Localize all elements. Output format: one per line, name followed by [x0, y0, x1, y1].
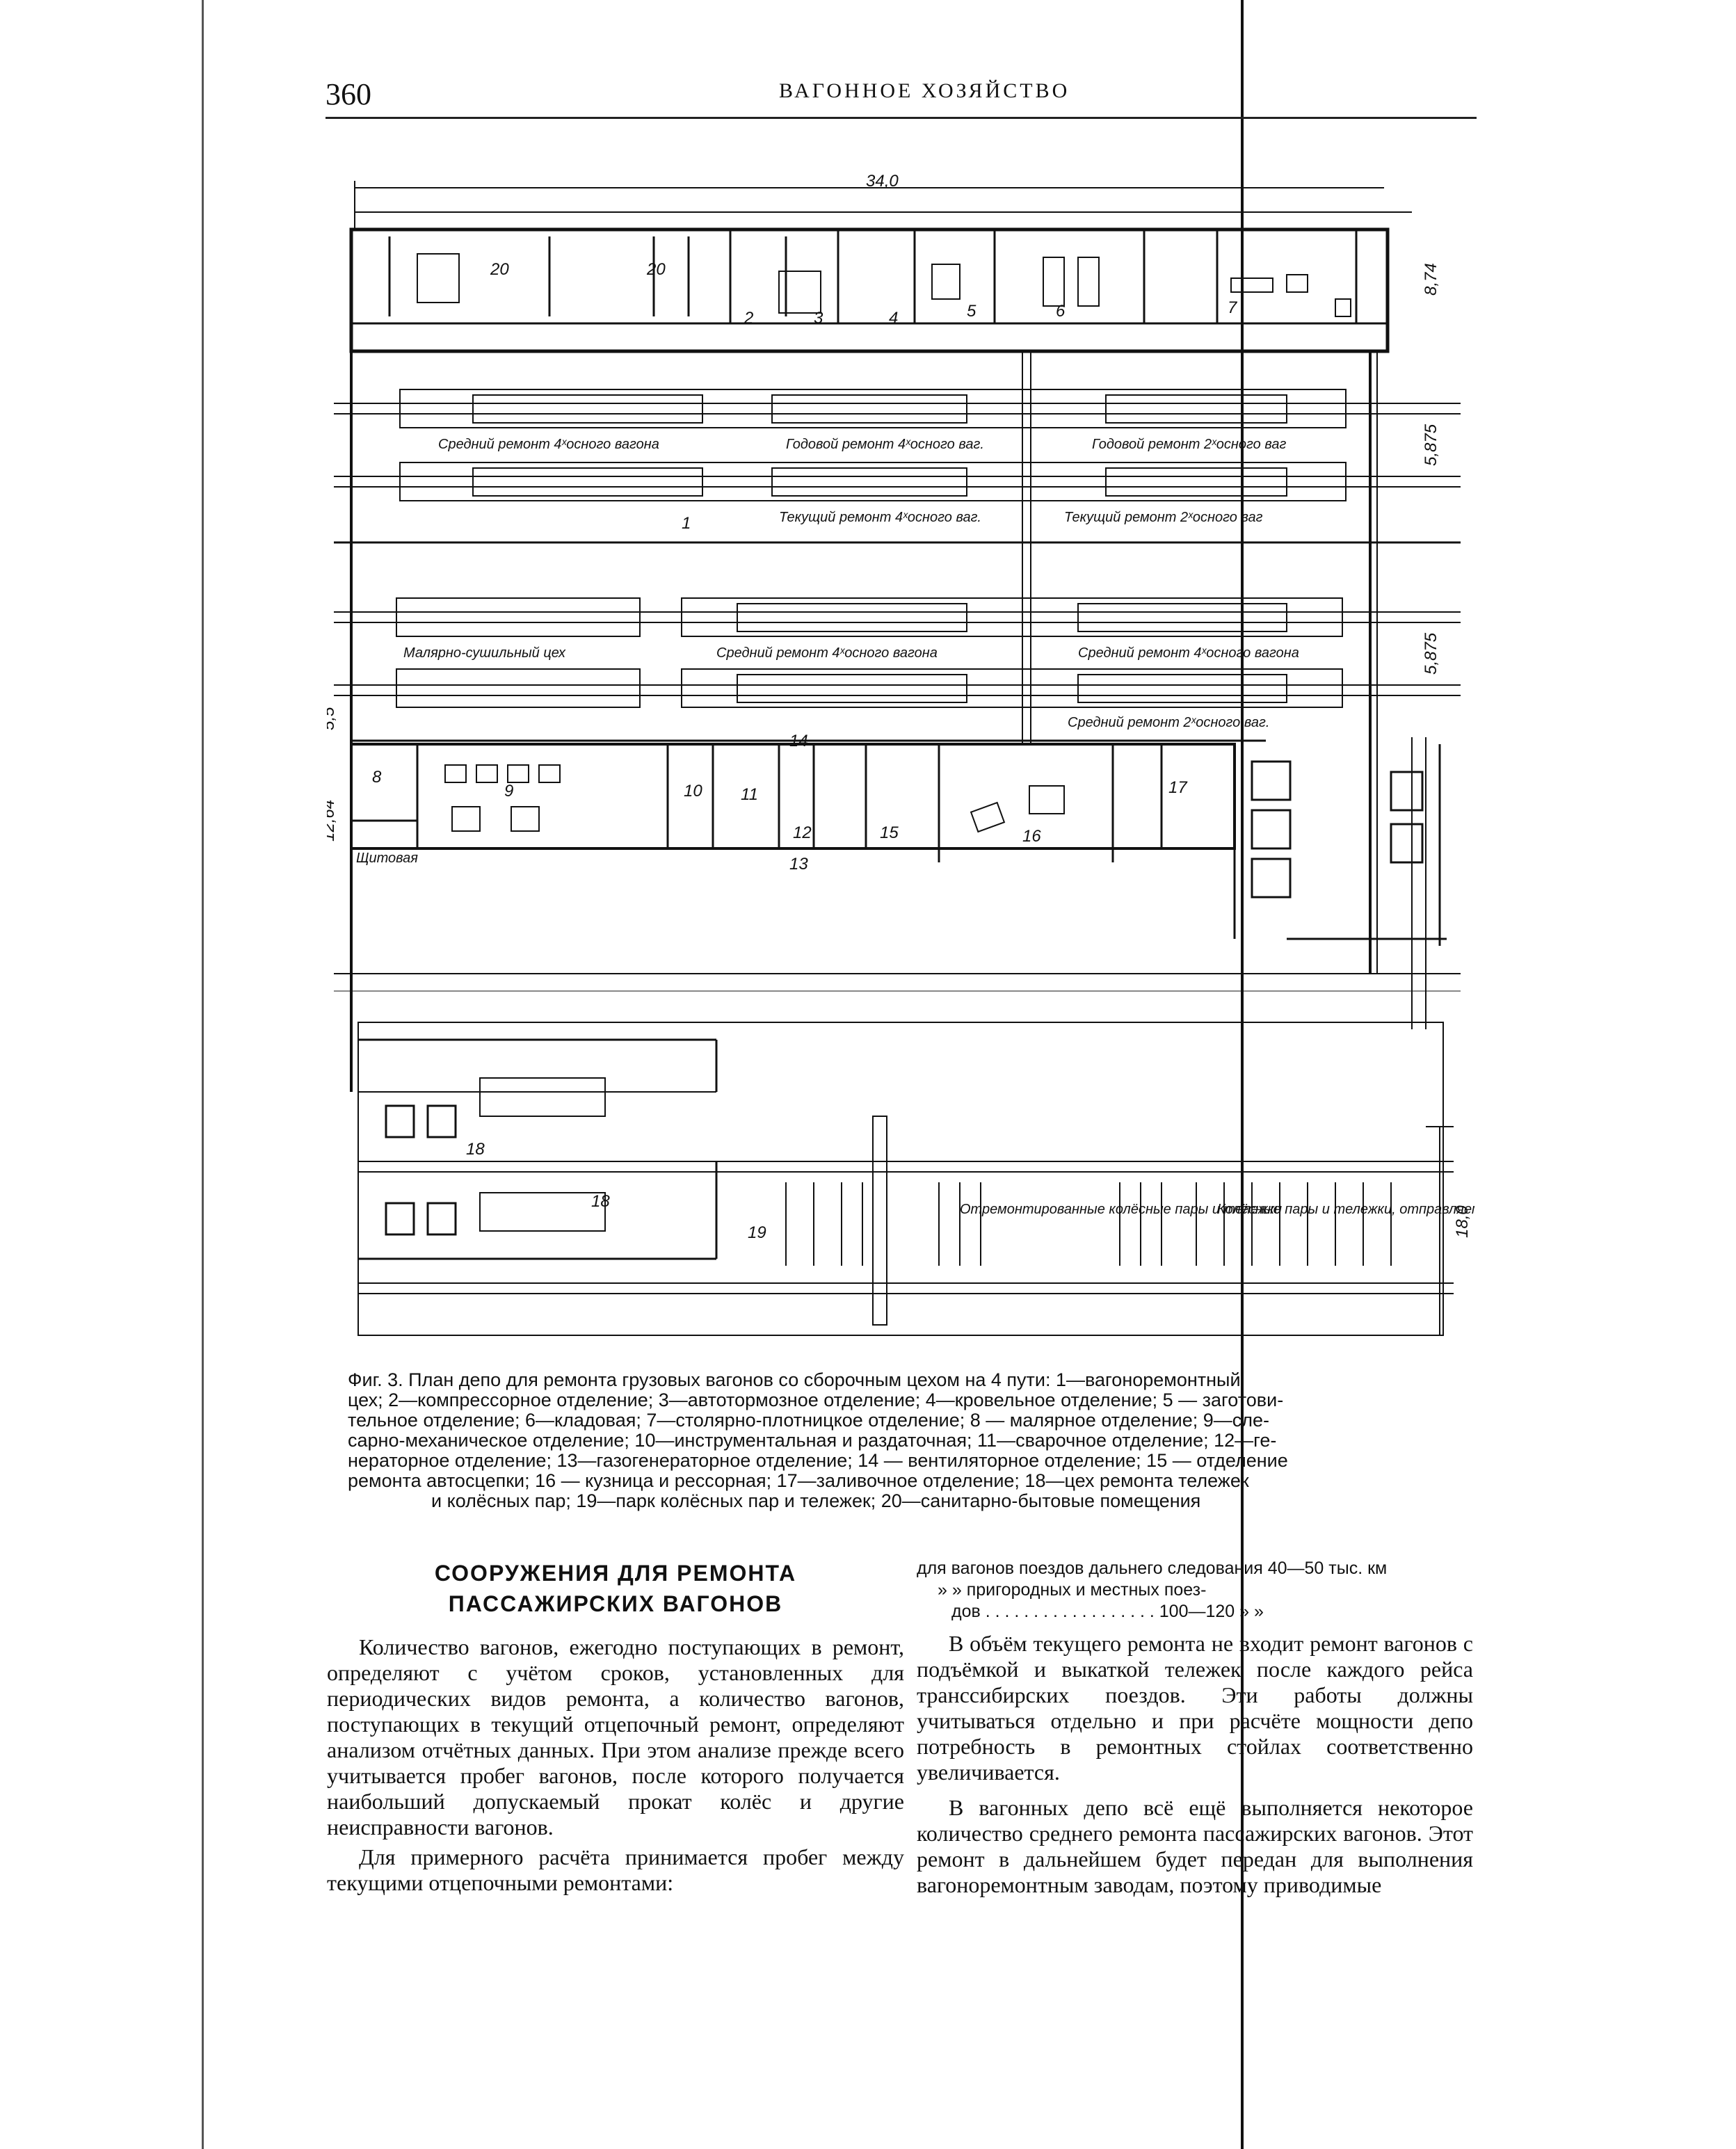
track2-label-b: Текущий ремонт 2ˣосного ваг — [1064, 510, 1263, 525]
room-20a: 20 — [490, 260, 509, 279]
dim-5875-a: 5,875 — [1422, 424, 1440, 466]
track2-label-a: Текущий ремонт 4ˣосного ваг. — [779, 510, 981, 525]
room-8: 8 — [372, 768, 382, 787]
dim-180: 18,0 — [1453, 1205, 1472, 1238]
room-16: 16 — [1022, 827, 1041, 846]
caption-line: Фиг. 3. План депо для ремонта грузовых в… — [348, 1369, 1241, 1390]
dim-top-length: 34,0 — [866, 174, 899, 191]
mileage-row: » » пригородных и местных поез- — [938, 1580, 1207, 1600]
track3-label-c: Средний ремонт 4ˣосного вагона — [1078, 645, 1299, 661]
room-11: 11 — [741, 785, 758, 804]
room-2: 2 — [744, 309, 753, 328]
right-column: В объём текущего ремонта не входит ремон… — [917, 1631, 1473, 1908]
bogie-label-b: Колёсные пары и тележки, отправляемые в … — [1217, 1202, 1474, 1217]
room-14: 14 — [789, 732, 808, 750]
track1-label-b: Годовой ремонт 4ˣосного ваг. — [786, 437, 984, 452]
mileage-row: дов . . . . . . . . . . . . . . . . . . … — [951, 1602, 1264, 1621]
section-title: СООРУЖЕНИЯ ДЛЯ РЕМОНТА ПАССАЖИРСКИХ ВАГО… — [327, 1558, 904, 1619]
caption-line: тельное отделение; 6—кладовая; 7—столярн… — [348, 1410, 1270, 1431]
room-6: 6 — [1056, 302, 1066, 321]
page-number: 360 — [326, 77, 371, 111]
room-1: 1 — [682, 514, 691, 533]
room-18a: 18 — [466, 1140, 485, 1159]
track1-label-c: Годовой ремонт 2ˣосного ваг — [1092, 437, 1286, 452]
caption-line: цех; 2—компрессорное отделение; 3—автото… — [348, 1390, 1284, 1410]
section-title-line2: ПАССАЖИРСКИХ ВАГОНОВ — [448, 1591, 783, 1616]
bogie-label-a: Отремонтированные колёсные пары и тележк… — [960, 1202, 1282, 1217]
left-column: Количество вагонов, ежегодно поступающих… — [327, 1634, 904, 1900]
caption-line: нераторное отделение; 13—газогенераторно… — [348, 1450, 1288, 1471]
mileage-row: для вагонов поездов дальнего следования … — [917, 1559, 1388, 1578]
left-paragraph-2: Для примерного расчёта принимается пробе… — [327, 1844, 904, 1895]
figure-caption: Фиг. 3. План депо для ремонта грузовых в… — [348, 1370, 1488, 1511]
room-7: 7 — [1228, 298, 1238, 317]
track3-label-a: Малярно-сушильный цех — [403, 645, 566, 661]
room-18b: 18 — [591, 1192, 610, 1211]
track4-label-a: Средний ремонт 2ˣосного ваг. — [1068, 715, 1269, 730]
track1-label-a: Средний ремонт 4ˣосного вагона — [438, 437, 659, 452]
dim-5875-b: 5,875 — [1422, 632, 1440, 675]
room-5: 5 — [967, 302, 976, 321]
right-paragraph-1: В объём текущего ремонта не входит ремон… — [917, 1631, 1473, 1785]
caption-line: ремонта автосцепки; 16 — кузница и рессо… — [348, 1470, 1249, 1491]
dim-1264: 12,64 — [327, 800, 338, 842]
scan-fold-line — [1241, 0, 1244, 2149]
running-title: ВАГОННОЕ ХОЗЯЙСТВО — [779, 79, 1070, 102]
caption-line: сарно-механическое отделение; 10—инструм… — [348, 1430, 1277, 1451]
room-9: 9 — [504, 782, 513, 800]
room-15: 15 — [880, 823, 899, 842]
room-19: 19 — [748, 1223, 766, 1242]
room-12: 12 — [793, 823, 812, 842]
room-10: 10 — [684, 782, 702, 800]
room-3: 3 — [814, 309, 823, 328]
room-4: 4 — [889, 309, 898, 328]
depot-floor-plan: 34,0 8,74 5,875 5,875 5,5 12,64 18,0 20 … — [327, 174, 1474, 1336]
track3-label-b: Средний ремонт 4ˣосного вагона — [716, 645, 938, 661]
dim-55: 5,5 — [327, 707, 338, 730]
header-rule — [326, 117, 1477, 119]
mileage-table: для вагонов поездов дальнего следования … — [917, 1558, 1473, 1623]
section-title-line1: СООРУЖЕНИЯ ДЛЯ РЕМОНТА — [434, 1561, 797, 1586]
room-20b: 20 — [646, 260, 666, 279]
scan-edge-line — [202, 0, 204, 2149]
caption-line: и колёсных пар; 19—парк колёсных пар и т… — [431, 1490, 1201, 1511]
right-paragraph-2: В вагонных депо всё ещё выполняется неко… — [917, 1795, 1473, 1897]
dim-874: 8,74 — [1422, 263, 1440, 296]
room-13: 13 — [789, 855, 808, 874]
room-17: 17 — [1168, 778, 1188, 797]
room-shchitovaya: Щитовая — [356, 851, 418, 866]
left-paragraph-1: Количество вагонов, ежегодно поступающих… — [327, 1634, 904, 1840]
